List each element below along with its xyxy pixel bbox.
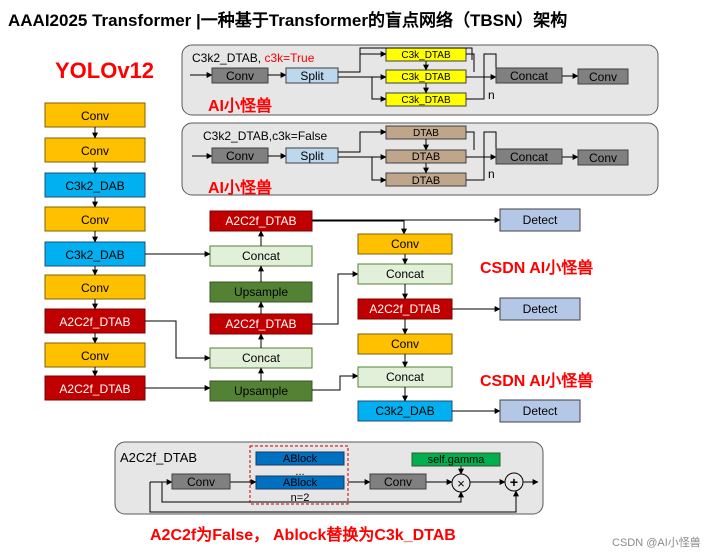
multiply-icon [451, 473, 471, 493]
panel-false-split [285, 147, 339, 164]
neck-right-concat-1-label: Concat [386, 267, 425, 281]
watermark-csdn-1: CSDN AI小怪兽 [480, 258, 593, 277]
detect-head-2-label: Detect [523, 302, 558, 316]
a2c2f-ablock-1-label: ABlock [283, 453, 318, 465]
page-title: AAAI2025 Transformer |一种基于Transformer的盲点… [8, 10, 567, 30]
backbone-block-8-label: Conv [81, 349, 109, 363]
neck-mid-concat-1-label: Concat [242, 249, 281, 263]
a2c2f-ablock-dots: ... [295, 466, 304, 478]
a2c2f-gamma-label: self.gamma [428, 454, 486, 466]
watermark-csdn-2: CSDN AI小怪兽 [480, 371, 593, 390]
watermark-panel-1: AI小怪兽 [208, 96, 272, 115]
a2c2f-gamma [411, 452, 501, 467]
panel-false-branch-1-label: DTAB [413, 128, 439, 139]
panel-false-branch-2-label: DTAB [412, 151, 441, 163]
detect-head-2 [499, 297, 581, 321]
panel-true-branch-2-label: C3k_DTAB [401, 72, 451, 83]
a2c2f-panel-header: A2C2f_DTAB [120, 450, 197, 465]
neck-right-a2c2f-label: A2C2f_DTAB [369, 302, 440, 316]
panel-true-conv-out [577, 68, 629, 85]
panel-false-split-label: Split [300, 149, 324, 163]
a2c2f-ablock-2 [255, 475, 345, 490]
panel-true-split-label: Split [300, 69, 324, 83]
panel-true-branch-3-label: C3k_DTAB [401, 95, 451, 106]
panel-true-repeat-n: n [488, 88, 495, 102]
backbone-block-4-label: Conv [81, 213, 109, 227]
a2c2f-conv-in [171, 473, 231, 490]
panel-false-conv-in-label: Conv [226, 149, 254, 163]
a2c2f-repeat-group [249, 445, 349, 505]
panel-false-concat-label: Concat [510, 150, 549, 164]
panel-true-header: C3k2_DTAB, c3k=True [192, 51, 315, 65]
detect-head-3 [499, 399, 581, 423]
backbone-block-6-label: Conv [81, 281, 109, 295]
watermark-panel-2: AI小怪兽 [208, 178, 272, 197]
panel-false-repeat-n: n [488, 167, 495, 181]
panel-false-branch-3-label: DTAB [412, 175, 441, 187]
panel-false-header: C3k2_DTAB,c3k=False [203, 129, 327, 143]
backbone-block-7-label: A2C2f_DTAB [59, 315, 130, 329]
neck-right-conv-2-label: Conv [391, 337, 419, 351]
neck-mid-concat-2-label: Concat [242, 351, 281, 365]
add-icon [504, 472, 524, 492]
backbone-block-2-label: Conv [81, 144, 109, 158]
backbone-block-3-label: C3k2_DAB [65, 179, 124, 193]
backbone-block-1 [44, 102, 146, 128]
backbone-block-5-label: C3k2_DAB [65, 248, 124, 262]
neck-mid-upsample-1-label: Upsample [234, 285, 288, 299]
panel-false-conv-out-label: Conv [589, 151, 617, 165]
neck-mid-upsample-2-label: Upsample [234, 384, 288, 398]
panel-true-conv-in-label: Conv [226, 69, 254, 83]
a2c2f-conv-out-label: Conv [384, 475, 412, 489]
a2c2f-conv-out [369, 473, 427, 490]
backbone-block-1-label: Conv [81, 109, 109, 123]
panel-true-branch-1-label: C3k_DTAB [401, 50, 451, 61]
neck-right-concat-2-label: Concat [386, 370, 425, 384]
panel-false-conv-out [577, 149, 629, 166]
panel-true-concat-label: Concat [510, 69, 549, 83]
detect-head-1-label: Detect [523, 213, 558, 227]
neck-right-conv-1-label: Conv [391, 237, 419, 251]
add-icon-label: + [510, 474, 518, 490]
panel-true-conv-out-label: Conv [589, 70, 617, 84]
a2c2f-ablock-2-label: ABlock [283, 477, 318, 489]
footer-note: A2C2f为False， Ablock替换为C3k_DTAB [150, 525, 456, 544]
backbone-block-9-label: A2C2f_DTAB [59, 382, 130, 396]
neck-right-c3k2-label: C3k2_DAB [375, 404, 434, 418]
credit-watermark: CSDN @AI小怪兽 [612, 535, 701, 549]
neck-mid-a2c2f-top-label: A2C2f_DTAB [225, 214, 296, 228]
a2c2f-conv-in-label: Conv [187, 475, 215, 489]
neck-mid-a2c2f-mid-label: A2C2f_DTAB [225, 317, 296, 331]
a2c2f-ablock-1 [255, 451, 345, 466]
panel-true-split [285, 67, 339, 84]
detect-head-3-label: Detect [523, 404, 558, 418]
multiply-icon-label: × [457, 476, 465, 491]
detect-head-1 [499, 208, 581, 232]
backbone-column: Conv Conv C3k2_DAB Conv C3k2_DAB Conv A2… [44, 102, 146, 401]
model-label: YOLOv12 [55, 58, 154, 83]
a2c2f-repeat-count: n=2 [291, 492, 310, 504]
